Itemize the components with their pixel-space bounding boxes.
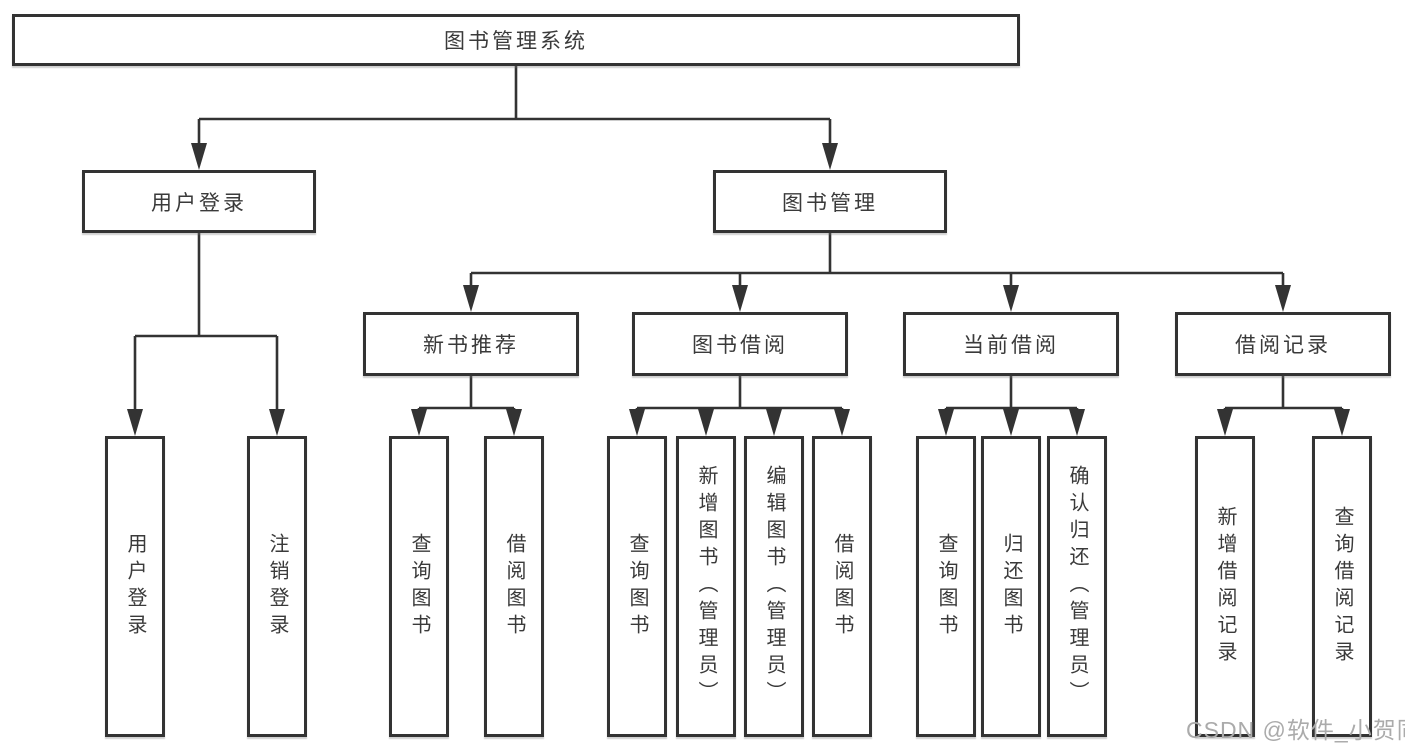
leaf-nbr-borrow-books: 借阅图书 [484,436,544,737]
leaf-bb-edit-book-admin: 编辑图书（管理员） [744,436,804,737]
leaf-cb-confirm-return-admin-label: 确认归还（管理员） [1066,465,1088,708]
node-root: 图书管理系统 [12,14,1020,66]
leaf-br-add-record-label: 新增借阅记录 [1214,505,1236,668]
leaf-nbr-borrow-books-label: 借阅图书 [503,532,525,641]
arrowheads [127,143,1350,436]
leaf-logout-label: 注销登录 [266,532,288,641]
node-root-label: 图书管理系统 [444,30,588,53]
leaf-bb-borrow-books-label: 借阅图书 [831,532,853,641]
leaf-br-query-record-label: 查询借阅记录 [1331,505,1353,668]
leaf-cb-query-books-label: 查询图书 [935,532,957,641]
leaf-nbr-query-books-label: 查询图书 [408,532,430,641]
leaf-cb-confirm-return-admin: 确认归还（管理员） [1047,436,1107,737]
node-book-borrow-label: 图书借阅 [692,334,788,357]
leaf-cb-query-books: 查询图书 [916,436,976,737]
leaf-logout: 注销登录 [247,436,307,737]
node-user-login-label: 用户登录 [151,191,247,215]
watermark: CSDN @软件_小贺同学 [1186,717,1405,743]
leaf-user-login: 用户登录 [105,436,165,737]
leaf-bb-borrow-books: 借阅图书 [812,436,872,737]
leaf-nbr-query-books: 查询图书 [389,436,449,737]
leaf-user-login-label: 用户登录 [124,532,146,641]
node-book-borrow: 图书借阅 [632,312,848,376]
node-borrow-records: 借阅记录 [1175,312,1391,376]
leaf-bb-edit-book-admin-label: 编辑图书（管理员） [763,465,785,708]
node-current-borrow-label: 当前借阅 [963,334,1059,357]
leaf-bb-query-books-label: 查询图书 [626,532,648,641]
leaf-br-query-record: 查询借阅记录 [1312,436,1372,737]
node-current-borrow: 当前借阅 [903,312,1119,376]
leaf-bb-add-book-admin-label: 新增图书（管理员） [695,465,717,708]
leaf-bb-add-book-admin: 新增图书（管理员） [676,436,736,737]
node-book-mgmt-label: 图书管理 [782,191,878,215]
node-new-book-recommend-label: 新书推荐 [423,334,519,357]
leaf-bb-query-books: 查询图书 [607,436,667,737]
node-borrow-records-label: 借阅记录 [1235,334,1331,357]
leaf-cb-return-books: 归还图书 [981,436,1041,737]
leaf-cb-return-books-label: 归还图书 [1000,532,1022,641]
leaf-br-add-record: 新增借阅记录 [1195,436,1255,737]
node-user-login: 用户登录 [82,170,316,233]
node-book-mgmt: 图书管理 [713,170,947,233]
node-new-book-recommend: 新书推荐 [363,312,579,376]
